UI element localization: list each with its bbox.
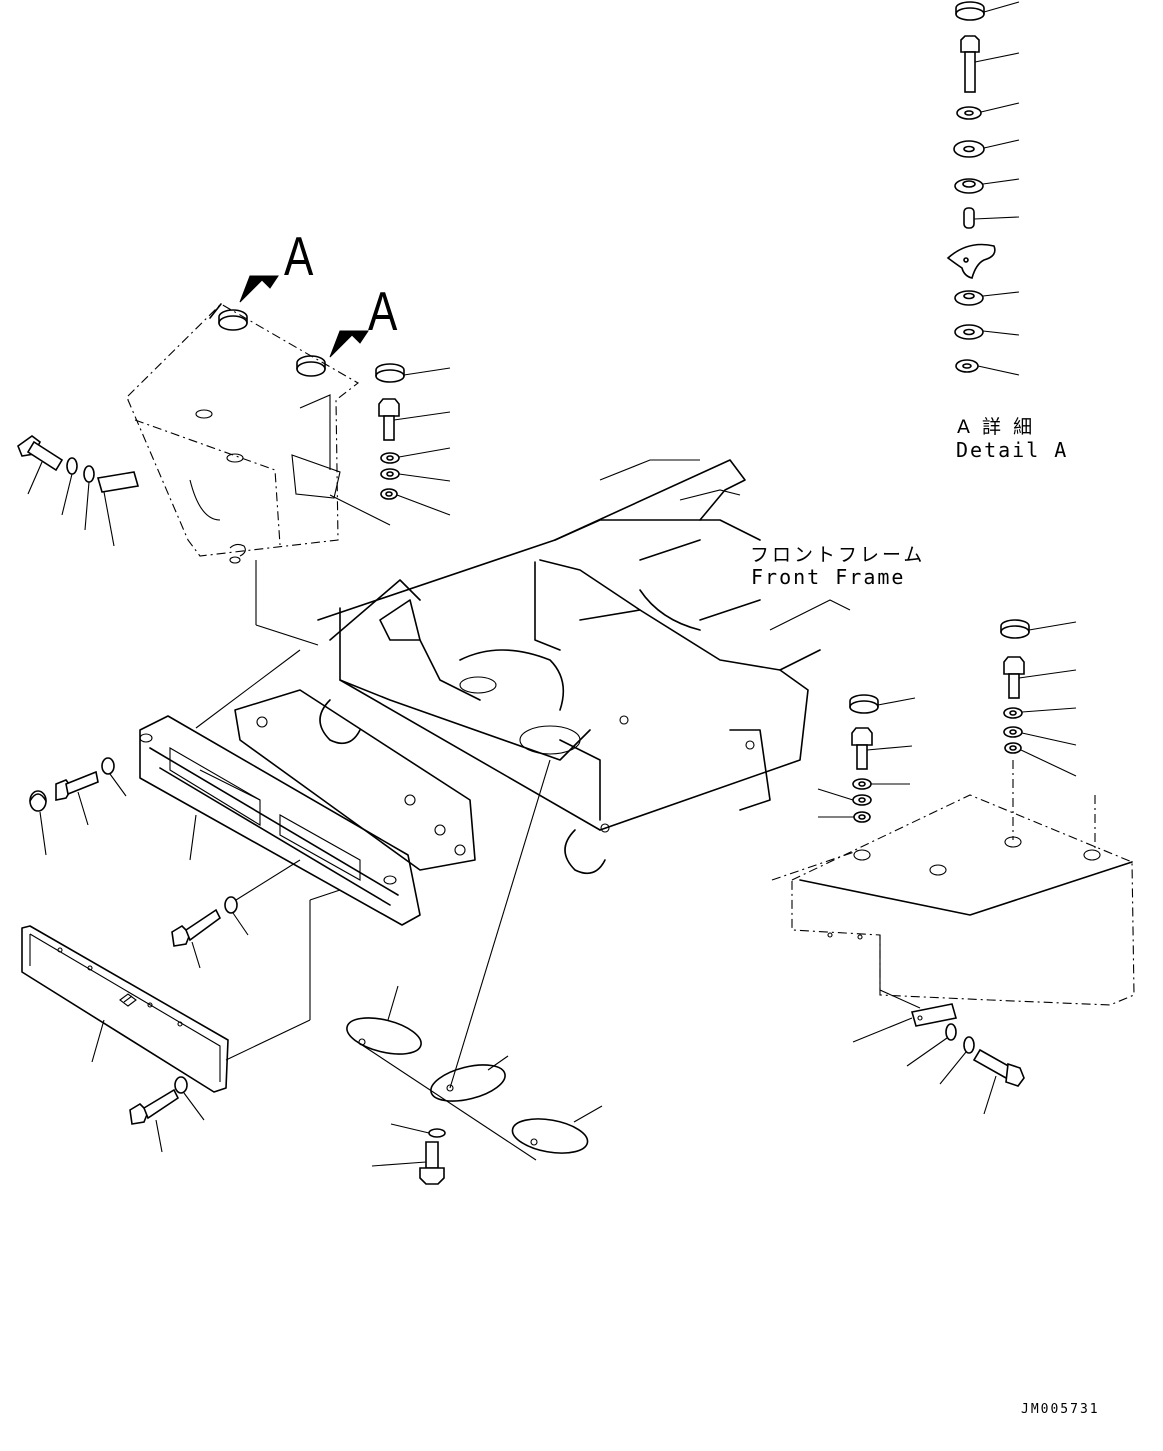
large-washer-part: [953, 139, 1020, 158]
detail-title-en: Detail A: [956, 438, 1069, 462]
frame-label-jp: フロントフレーム: [750, 544, 926, 566]
oval-plates: [346, 759, 603, 1185]
view-marker-a-left: A: [284, 226, 314, 288]
right-cover-assembly: [771, 619, 1135, 1115]
cover-fasteners: [329, 363, 451, 526]
detail-a-parts: [946, 1, 1020, 376]
pin-part: [963, 207, 1020, 229]
frame-label-en: Front Frame: [751, 565, 906, 589]
bushing-part: [954, 290, 1020, 306]
spacer-part: [954, 178, 1020, 194]
front-frame: [255, 459, 851, 875]
detail-title-jp: A 詳 細: [957, 416, 1036, 438]
bolt-part: [960, 35, 1020, 93]
view-marker-a-right: A: [368, 281, 398, 343]
logo-mark: [119, 993, 137, 1007]
bumper-fasteners: [29, 757, 301, 969]
washer-part: [954, 324, 1020, 340]
cover-left-fasteners: [17, 435, 140, 547]
bumper-bar: [139, 649, 421, 926]
frame-brackets: [234, 689, 476, 871]
plug-part: [955, 1, 1020, 21]
washer-part: [956, 102, 1020, 120]
drawing-code: JM005731: [1021, 1402, 1100, 1417]
bottom-plate: [21, 889, 341, 1153]
left-cover-assembly: [17, 275, 451, 564]
plate-part: [946, 243, 996, 279]
washer-part: [955, 359, 1020, 376]
